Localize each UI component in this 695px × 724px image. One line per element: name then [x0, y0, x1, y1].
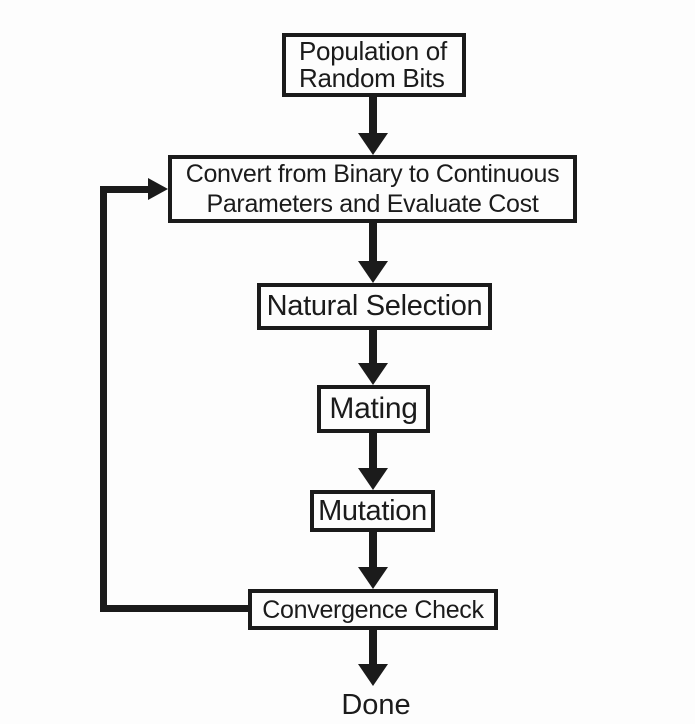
node-label: Convert from Binary to Continuous Parame… — [185, 160, 560, 218]
arrow-shaft — [369, 97, 377, 133]
arrow-down-icon — [358, 261, 388, 283]
arrow-mating-to-mutation — [357, 433, 389, 490]
arrow-down-icon — [358, 567, 388, 589]
node-natural-selection: Natural Selection — [257, 283, 492, 330]
feedback-loop-top-line — [100, 186, 148, 193]
arrow-convergence-check-to-done — [357, 630, 389, 686]
node-convergence-check: Convergence Check — [248, 589, 498, 630]
arrow-shaft — [369, 330, 377, 363]
arrow-convert-to-natural-selection — [357, 223, 389, 283]
node-population-of-random-bits: Population of Random Bits — [282, 33, 466, 97]
arrow-shaft — [369, 223, 377, 261]
arrow-right-icon — [148, 178, 168, 200]
arrow-natural-selection-to-mating — [357, 330, 389, 385]
node-convert-binary-to-continuous: Convert from Binary to Continuous Parame… — [168, 155, 577, 223]
arrow-down-icon — [358, 363, 388, 385]
node-mating: Mating — [317, 385, 430, 433]
node-label: Population of Random Bits — [299, 35, 447, 93]
arrow-shaft — [369, 630, 377, 664]
node-label: Mutation — [318, 494, 427, 527]
node-mutation: Mutation — [310, 490, 435, 532]
node-label: Natural Selection — [266, 290, 483, 323]
feedback-loop-bottom-line — [100, 605, 248, 612]
arrow-down-icon — [358, 664, 388, 686]
arrow-down-icon — [358, 468, 388, 490]
arrow-mutation-to-convergence-check — [357, 532, 389, 589]
node-label: Mating — [329, 392, 418, 426]
node-label: Convergence Check — [262, 595, 484, 624]
arrow-population-to-convert — [357, 97, 389, 155]
arrow-shaft — [369, 532, 377, 567]
arrow-down-icon — [358, 133, 388, 155]
feedback-loop-vertical-line — [100, 186, 107, 612]
arrow-shaft — [369, 433, 377, 468]
done-label: Done — [341, 689, 411, 721]
